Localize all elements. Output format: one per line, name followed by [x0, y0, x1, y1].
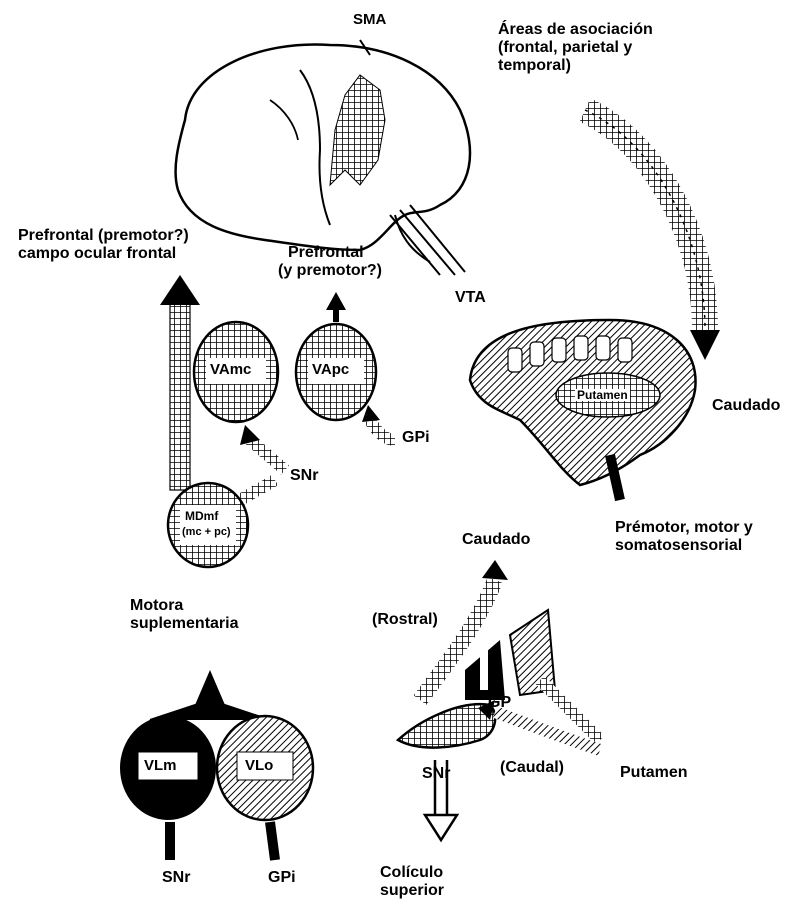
mdmf-sub-label: (mc + pc) — [182, 527, 231, 538]
brain-outline — [176, 40, 470, 275]
md-to-prefrontal-arrow — [170, 300, 190, 490]
coliculo-label: Colículo — [380, 865, 443, 881]
vapc-label: VApc — [312, 362, 349, 377]
striatum-shape — [470, 320, 696, 500]
vamc-label: VAmc — [210, 362, 251, 377]
prefrontal-premotor-ocular-label: Prefrontal (premotor?) — [18, 228, 189, 244]
areas-label-3: temporal) — [498, 58, 571, 74]
prefrontal-label: Prefrontal — [288, 245, 364, 261]
mdmf-label: MDmf — [185, 510, 218, 522]
sma-label: SMA — [353, 12, 386, 27]
gpi-top-label: GPi — [402, 430, 430, 446]
y-premotor-label: (y premotor?) — [278, 263, 382, 279]
association-to-caudate-arrow — [585, 110, 705, 330]
vlm-label: VLm — [144, 758, 177, 773]
putamen-top-label: Putamen — [575, 389, 630, 401]
campo-ocular-frontal-label: campo ocular frontal — [18, 246, 176, 262]
motora-label: Motora — [130, 598, 183, 614]
areas-label-2: (frontal, parietal y — [498, 40, 632, 56]
somatosensorial-label: somatosensorial — [615, 538, 742, 554]
caudado-mid-label: Caudado — [462, 532, 530, 548]
suplementaria-label: suplementaria — [130, 616, 238, 632]
vta-label: VTA — [455, 290, 486, 306]
premotor-label: Prémotor, motor y — [615, 520, 753, 536]
areas-label-1: Áreas de asociación — [498, 22, 653, 38]
superior-label: superior — [380, 883, 444, 899]
caudal-label: (Caudal) — [500, 760, 564, 776]
caudado-top-label: Caudado — [712, 398, 780, 414]
vlo-label: VLo — [245, 758, 273, 773]
gp-label: GP — [488, 695, 511, 711]
snr-bottom-left-label: SNr — [162, 870, 190, 886]
snr-mid-label: SNr — [290, 468, 318, 484]
gpi-bottom-label: GPi — [268, 870, 296, 886]
putamen-bottom-label: Putamen — [620, 765, 688, 781]
rostral-label: (Rostral) — [372, 612, 438, 628]
snr-bottom-label: SNr — [422, 766, 450, 782]
